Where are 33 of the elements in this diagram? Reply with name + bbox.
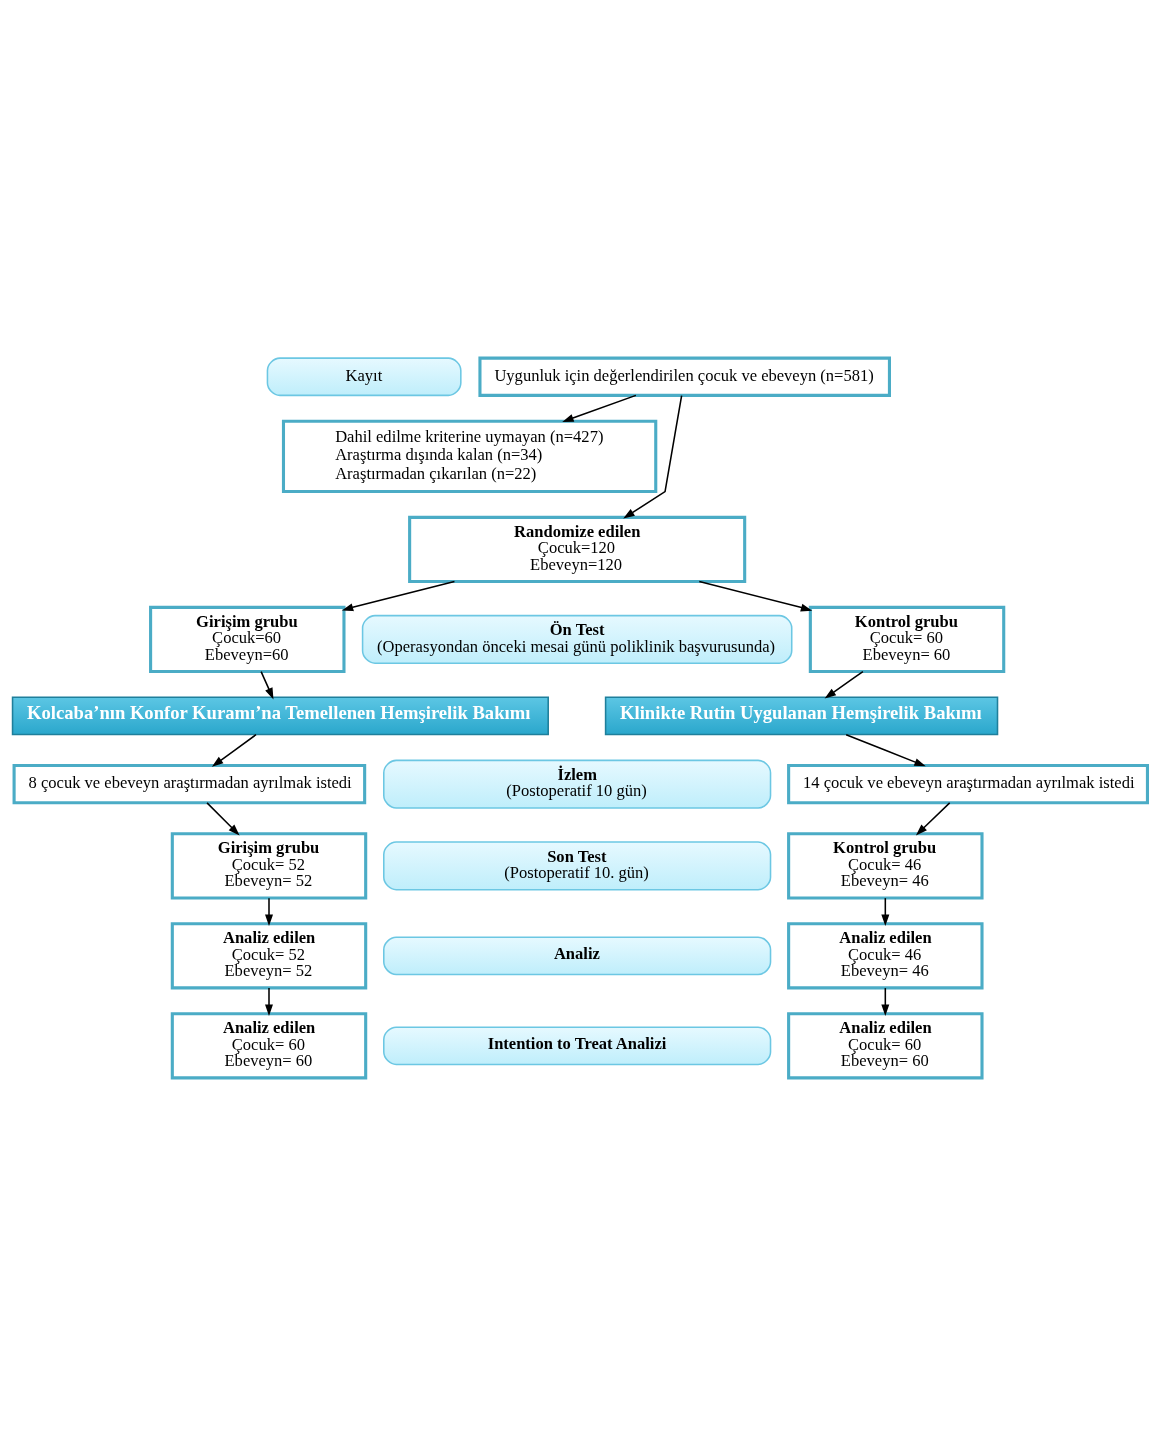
- arrow: [211, 733, 257, 767]
- arrow: [265, 896, 273, 926]
- arrow: [562, 394, 637, 422]
- node-box: İzlem (Postoperatif 10 gün): [383, 759, 772, 809]
- node-box: Girişim grubu Çocuk= 52 Ebeveyn= 52: [170, 831, 368, 899]
- node-box: Intention to Treat Analizi: [383, 1025, 772, 1065]
- node-box: Analiz edilen Çocuk= 60 Ebeveyn= 60: [170, 1011, 368, 1079]
- node-box: Analiz: [383, 935, 772, 975]
- node-box: Kontrol grubu Çocuk= 46 Ebeveyn= 46: [787, 831, 984, 899]
- arrow: [915, 801, 951, 835]
- node-box: Klinikte Rutin Uygulanan Hemşirelik Bakımı: [604, 696, 999, 735]
- node-box: Kayıt: [266, 356, 462, 396]
- arrow: [845, 733, 926, 766]
- node-box: Kontrol grubu Çocuk= 60 Ebeveyn= 60: [808, 605, 1006, 673]
- arrow: [206, 801, 240, 835]
- arrow: [824, 670, 864, 699]
- node-box: Uygunluk için değerlendirilen çocuk ve ebeveyn (n=581): [478, 356, 891, 397]
- node-box: Ön Test (Operasyondan önceki mesai günü poliklinik başvurusunda): [361, 614, 793, 664]
- arrow: [260, 670, 274, 699]
- node-box: Kolcaba’nın Konfor Kuramı’na Temellenen Hemşirelik Bakımı: [11, 696, 549, 735]
- node-box: Analiz edilen Çocuk= 52 Ebeveyn= 52: [170, 921, 368, 989]
- arrow: [623, 394, 683, 519]
- arrow: [265, 986, 273, 1016]
- arrow: [341, 580, 456, 611]
- node-box: Analiz edilen Çocuk= 46 Ebeveyn= 46: [787, 921, 984, 989]
- node-box: 14 çocuk ve ebeveyn araştırmadan ayrılmak istedi: [787, 763, 1149, 804]
- arrow: [698, 580, 813, 611]
- node-box: Girişim grubu Çocuk=60 Ebeveyn=60: [149, 605, 346, 673]
- node-box: Son Test (Postoperatif 10. gün): [383, 840, 772, 890]
- node-box: Analiz edilen Çocuk= 60 Ebeveyn= 60: [787, 1011, 984, 1079]
- node-box: Randomize edilen Çocuk=120 Ebeveyn=120: [408, 515, 747, 583]
- node-box: 8 çocuk ve ebeveyn araştırmadan ayrılmak istedi: [12, 763, 367, 804]
- node-box: Dahil edilme kriterine uymayan (n=427) Araştırma dışında kalan (n=34) Araştırmadan çıkarılan (n=22): [281, 419, 658, 493]
